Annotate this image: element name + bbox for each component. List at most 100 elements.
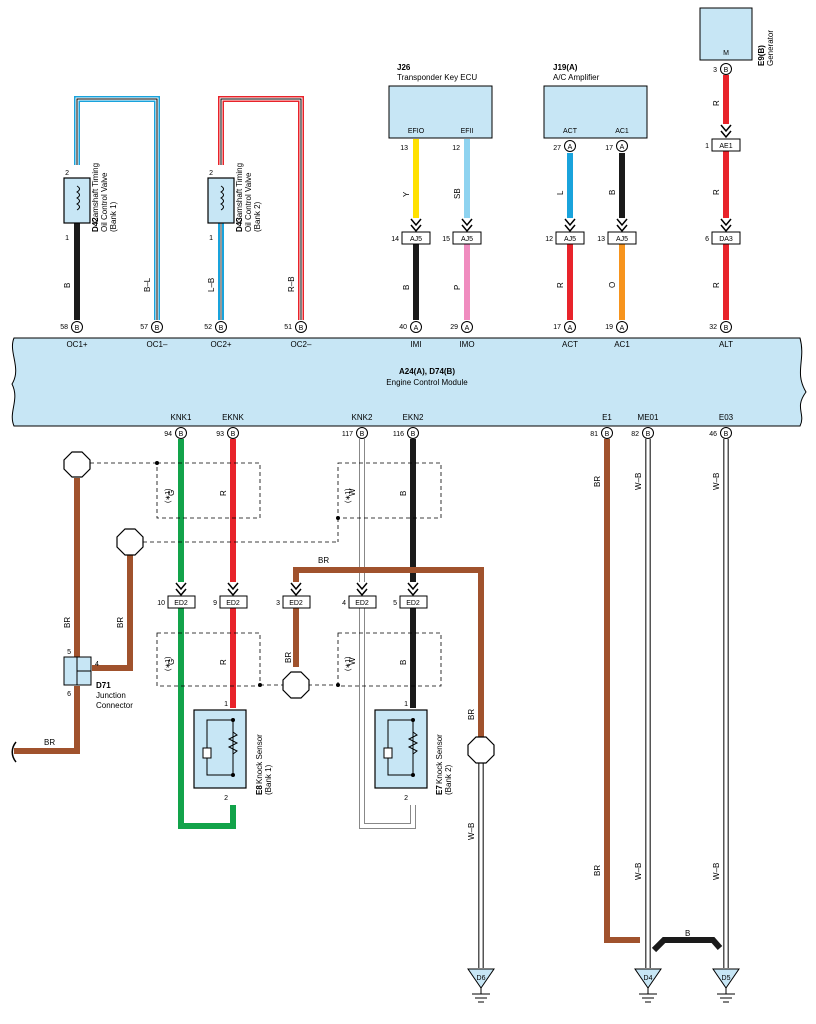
svg-text:A: A	[620, 144, 625, 151]
svg-text:J26: J26	[397, 63, 411, 72]
svg-text:5: 5	[67, 649, 71, 656]
svg-text:2: 2	[65, 170, 69, 177]
ecm-name: Engine Control Module	[386, 378, 468, 387]
svg-text:Connector: Connector	[96, 701, 133, 710]
svg-text:117: 117	[342, 431, 353, 438]
svg-text:ACT: ACT	[562, 340, 578, 349]
wire-label: W–B	[634, 863, 643, 880]
svg-text:3: 3	[713, 67, 717, 74]
wire-label: B–L	[143, 277, 152, 292]
chevrons	[175, 124, 732, 597]
svg-text:6: 6	[67, 691, 71, 698]
svg-text:ME01: ME01	[638, 413, 659, 422]
wire-label: B	[399, 660, 408, 665]
svg-text:14: 14	[391, 236, 399, 243]
shield-octagons	[63, 451, 495, 764]
svg-text:OC2–: OC2–	[291, 340, 312, 349]
svg-text:2: 2	[404, 795, 408, 802]
svg-text:B: B	[646, 431, 651, 438]
wire-label: Y	[402, 191, 411, 197]
svg-text:ED2: ED2	[174, 600, 188, 607]
wire-label: G	[167, 659, 176, 665]
svg-text:57: 57	[140, 324, 148, 331]
svg-text:AJ5: AJ5	[461, 236, 473, 243]
connector-da3: 6 DA3	[705, 231, 741, 245]
wire-label: W–B	[712, 863, 721, 880]
wire-label: R	[712, 189, 721, 195]
svg-text:12: 12	[452, 145, 460, 152]
note-label: (∗1)	[345, 657, 352, 671]
wire-label: BR	[593, 476, 602, 487]
svg-text:OC2+: OC2+	[210, 340, 231, 349]
svg-text:AJ5: AJ5	[616, 236, 628, 243]
svg-text:OC1–: OC1–	[147, 340, 168, 349]
svg-text:15: 15	[442, 236, 450, 243]
svg-text:D71: D71	[96, 681, 111, 690]
svg-text:81: 81	[590, 431, 598, 438]
svg-text:1: 1	[65, 235, 69, 242]
j26-ecu: J26 Transponder Key ECU EFIO EFII 13 12	[388, 63, 493, 152]
svg-text:A: A	[465, 325, 470, 332]
svg-text:19: 19	[605, 324, 613, 331]
svg-text:EFIO: EFIO	[408, 128, 425, 135]
svg-text:B: B	[724, 67, 729, 74]
wire-label: R	[556, 282, 565, 288]
svg-text:ED2: ED2	[406, 600, 420, 607]
pin-ac1: 19 A AC1	[605, 321, 630, 349]
svg-text:27: 27	[553, 145, 561, 152]
svg-text:D6: D6	[477, 975, 486, 982]
d43-wiring	[218, 96, 304, 320]
svg-text:AE1: AE1	[719, 143, 732, 150]
wire-label: BR	[284, 652, 293, 663]
svg-text:58: 58	[60, 324, 68, 331]
svg-text:ALT: ALT	[719, 340, 733, 349]
wire-label: B	[608, 190, 617, 195]
note-label: (∗1)	[165, 489, 172, 503]
svg-text:B: B	[155, 325, 160, 332]
wire-label: BR	[318, 556, 329, 565]
svg-text:E03: E03	[719, 413, 734, 422]
svg-text:EKN2: EKN2	[403, 413, 424, 422]
wire-label: L	[556, 190, 565, 195]
svg-text:ED2: ED2	[355, 600, 369, 607]
svg-text:A: A	[414, 325, 419, 332]
wire-label: R–B	[287, 276, 296, 292]
d43-valve: 2 1 D43 Camshaft Timing Oil Control Valv…	[207, 159, 262, 242]
svg-text:A: A	[620, 325, 625, 332]
svg-text:B: B	[724, 431, 729, 438]
svg-text:Transponder Key ECU: Transponder Key ECU	[397, 73, 477, 82]
e8-knock-sensor: 1 2 E8 Knock Sensor (Bank 1)	[193, 701, 273, 802]
svg-text:13: 13	[400, 145, 408, 152]
svg-text:B: B	[299, 325, 304, 332]
svg-text:B: B	[75, 325, 80, 332]
d42-valve: 2 1 D42 Camshaft Timing Oil Control Valv…	[63, 159, 118, 242]
svg-text:B: B	[360, 431, 365, 438]
svg-text:93: 93	[216, 431, 224, 438]
wire-label: R	[219, 659, 228, 665]
d42-label: D42 Camshaft Timing Oil Control Valve (B…	[85, 159, 118, 232]
svg-text:17: 17	[605, 145, 613, 152]
svg-text:ED2: ED2	[289, 600, 303, 607]
svg-text:10: 10	[157, 600, 165, 607]
connector-aj5-15: 15 AJ5	[442, 231, 482, 245]
d43-label: D43 Camshaft Timing Oil Control Valve (B…	[229, 159, 262, 232]
wire-label: W	[348, 488, 357, 496]
connector-aj5-14: 14 AJ5	[391, 231, 431, 245]
d71-junction-connector: 5 4 6 D71 Junction Connector	[63, 649, 133, 710]
svg-text:4: 4	[95, 661, 99, 668]
svg-text:94: 94	[164, 431, 172, 438]
ground-d6: D6	[467, 968, 495, 1003]
svg-text:AC1: AC1	[614, 340, 630, 349]
svg-text:B: B	[231, 431, 236, 438]
wire-label: W–B	[712, 473, 721, 490]
